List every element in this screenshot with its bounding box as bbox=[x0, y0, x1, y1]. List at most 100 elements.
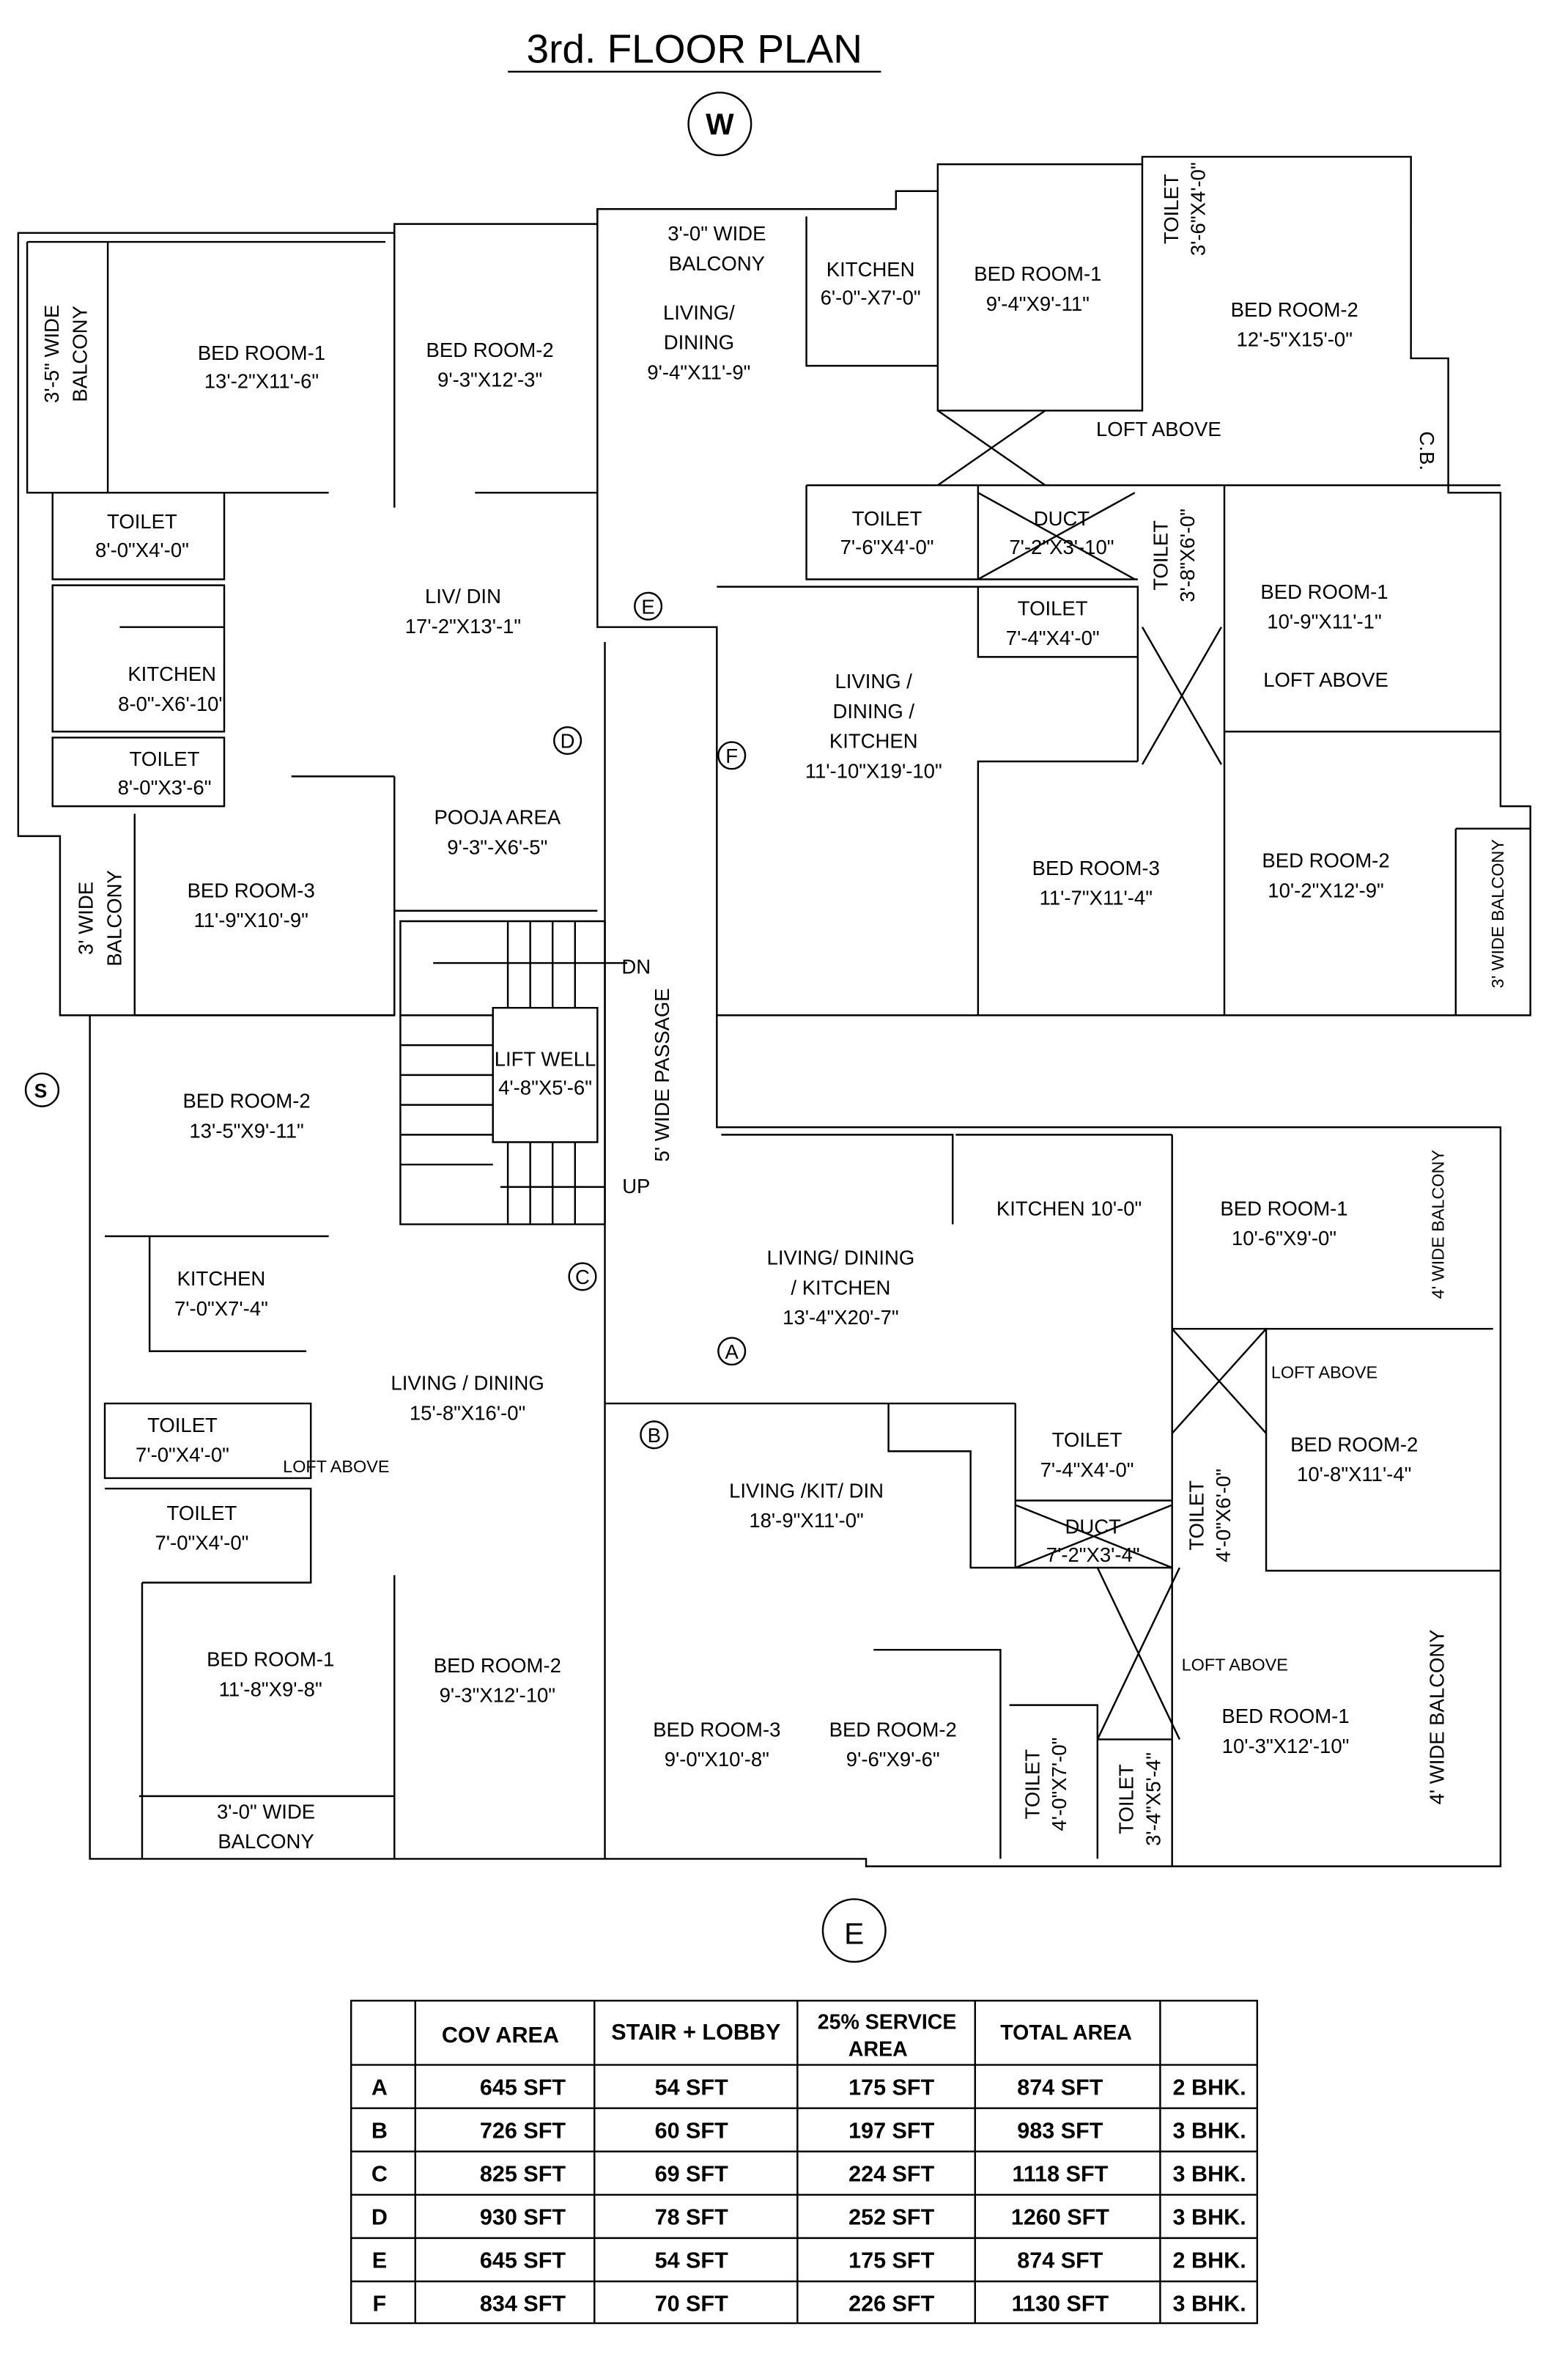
svg-text:12'-5"X15'-0": 12'-5"X15'-0" bbox=[1237, 328, 1353, 351]
svg-text:BALCONY: BALCONY bbox=[103, 870, 125, 966]
table-cell: 224 SFT bbox=[848, 2161, 934, 2186]
svg-text:POOJA AREA: POOJA AREA bbox=[434, 806, 561, 829]
unit-label: C bbox=[371, 2161, 388, 2186]
svg-text:3'-4"X5'-4": 3'-4"X5'-4" bbox=[1142, 1752, 1164, 1846]
compass-south: S bbox=[24, 1072, 60, 1107]
svg-text:TOILET: TOILET bbox=[167, 1502, 237, 1524]
svg-text:8'-0"X4'-0": 8'-0"X4'-0" bbox=[95, 539, 189, 561]
svg-text:BED ROOM-1: BED ROOM-1 bbox=[974, 262, 1101, 285]
svg-text:LIFT WELL: LIFT WELL bbox=[495, 1048, 596, 1071]
svg-text:KITCHEN: KITCHEN bbox=[177, 1267, 266, 1290]
svg-text:TOILET: TOILET bbox=[130, 748, 200, 770]
svg-text:11'-8"X9'-8": 11'-8"X9'-8" bbox=[219, 1678, 322, 1700]
svg-text:3'-0" WIDE: 3'-0" WIDE bbox=[667, 222, 766, 245]
svg-text:DN: DN bbox=[621, 955, 651, 978]
table-cell: 3 BHK. bbox=[1173, 2205, 1246, 2230]
table-cell: 197 SFT bbox=[848, 2118, 934, 2143]
svg-text:8-0"-X6'-10": 8-0"-X6'-10" bbox=[118, 693, 226, 715]
svg-text:11'-10"X19'-10": 11'-10"X19'-10" bbox=[805, 759, 942, 782]
table-cell: 645 SFT bbox=[480, 2075, 566, 2100]
svg-text:10'-3"X12'-10": 10'-3"X12'-10" bbox=[1222, 1735, 1350, 1757]
table-cell: 1130 SFT bbox=[1012, 2292, 1109, 2317]
svg-text:TOILET: TOILET bbox=[1052, 1428, 1123, 1451]
header-service: 25% SERVICE bbox=[818, 2011, 957, 2034]
table-cell: 175 SFT bbox=[848, 2075, 934, 2100]
table-cell: 78 SFT bbox=[655, 2205, 728, 2230]
svg-text:TOILET: TOILET bbox=[1115, 1764, 1138, 1834]
svg-text:BED ROOM-3: BED ROOM-3 bbox=[1032, 857, 1160, 879]
svg-text:BED ROOM-2: BED ROOM-2 bbox=[426, 339, 554, 361]
svg-text:4' WIDE BALCONY: 4' WIDE BALCONY bbox=[1425, 1629, 1448, 1804]
svg-text:DUCT: DUCT bbox=[1065, 1515, 1122, 1538]
svg-text:BED ROOM-1: BED ROOM-1 bbox=[1260, 580, 1388, 603]
svg-text:BED ROOM-1: BED ROOM-1 bbox=[207, 1648, 334, 1671]
svg-text:11'-7"X11'-4": 11'-7"X11'-4" bbox=[1040, 887, 1153, 909]
svg-text:BALCONY: BALCONY bbox=[218, 1830, 314, 1853]
svg-text:LIVING/ DINING: LIVING/ DINING bbox=[767, 1247, 915, 1269]
svg-text:BED ROOM-1: BED ROOM-1 bbox=[198, 342, 325, 364]
svg-text:10'-9"X11'-1": 10'-9"X11'-1" bbox=[1267, 610, 1381, 633]
svg-text:4'-0"X6'-0": 4'-0"X6'-0" bbox=[1212, 1469, 1235, 1562]
svg-text:LIVING/: LIVING/ bbox=[663, 301, 735, 324]
svg-text:DUCT: DUCT bbox=[1034, 507, 1090, 530]
svg-text:C.B.: C.B. bbox=[1416, 432, 1438, 470]
svg-text:BED ROOM-3: BED ROOM-3 bbox=[188, 879, 315, 901]
table-cell: 825 SFT bbox=[480, 2161, 566, 2186]
svg-text:13'-2"X11'-6": 13'-2"X11'-6" bbox=[204, 370, 319, 393]
svg-text:A: A bbox=[725, 1340, 739, 1363]
svg-text:9'-3"X12'-3": 9'-3"X12'-3" bbox=[437, 369, 542, 391]
svg-text:F: F bbox=[725, 745, 738, 767]
svg-text:TOILET: TOILET bbox=[147, 1414, 218, 1436]
svg-text:7'-4"X4'-0": 7'-4"X4'-0" bbox=[1006, 627, 1100, 649]
unit-label: E bbox=[372, 2248, 387, 2273]
svg-text:8'-0"X3'-6": 8'-0"X3'-6" bbox=[118, 776, 212, 799]
table-cell: 2 BHK. bbox=[1173, 2248, 1246, 2273]
svg-text:7'-0"X4'-0": 7'-0"X4'-0" bbox=[155, 1532, 249, 1554]
svg-text:LIV/ DIN: LIV/ DIN bbox=[425, 585, 501, 608]
table-cell: 1118 SFT bbox=[1013, 2161, 1109, 2186]
svg-text:9'-3"-X6'-5": 9'-3"-X6'-5" bbox=[447, 835, 547, 858]
svg-text:DINING /: DINING / bbox=[832, 700, 914, 723]
svg-text:7'-6"X4'-0": 7'-6"X4'-0" bbox=[840, 536, 934, 558]
table-cell: 54 SFT bbox=[655, 2248, 728, 2273]
table-cell: 834 SFT bbox=[480, 2292, 566, 2317]
svg-text:TOILET: TOILET bbox=[852, 507, 922, 530]
svg-text:BED ROOM-2: BED ROOM-2 bbox=[182, 1090, 310, 1112]
svg-text:KITCHEN: KITCHEN bbox=[127, 663, 216, 685]
svg-text:B: B bbox=[648, 1424, 661, 1447]
svg-text:7'-4"X4'-0": 7'-4"X4'-0" bbox=[1040, 1458, 1134, 1481]
svg-text:15'-8"X16'-0": 15'-8"X16'-0" bbox=[410, 1401, 525, 1424]
svg-text:9'-3"X12'-10": 9'-3"X12'-10" bbox=[440, 1684, 555, 1707]
svg-text:LOFT ABOVE: LOFT ABOVE bbox=[283, 1457, 389, 1476]
table-cell: 2 BHK. bbox=[1173, 2075, 1246, 2100]
svg-text:17'-2"X13'-1": 17'-2"X13'-1" bbox=[405, 615, 521, 638]
svg-text:TOILET: TOILET bbox=[107, 510, 177, 533]
table-cell: 54 SFT bbox=[655, 2075, 728, 2100]
svg-text:7'-2"X3'-4": 7'-2"X3'-4" bbox=[1046, 1543, 1140, 1566]
svg-text:9'-4"X11'-9": 9'-4"X11'-9" bbox=[647, 361, 750, 383]
svg-text:5' WIDE PASSAGE: 5' WIDE PASSAGE bbox=[651, 988, 673, 1162]
header-stair-lobby: STAIR + LOBBY bbox=[611, 2020, 780, 2045]
table-cell: 983 SFT bbox=[1017, 2118, 1103, 2143]
svg-text:4'-8"X5'-6": 4'-8"X5'-6" bbox=[498, 1076, 592, 1099]
svg-text:3' WIDE BALCONY: 3' WIDE BALCONY bbox=[1488, 839, 1507, 989]
svg-text:BED ROOM-3: BED ROOM-3 bbox=[653, 1718, 780, 1741]
table-cell: 930 SFT bbox=[480, 2205, 566, 2230]
table-cell: 3 BHK. bbox=[1173, 2118, 1246, 2143]
table-cell: 874 SFT bbox=[1017, 2248, 1103, 2273]
unit-label: D bbox=[371, 2205, 388, 2230]
compass-west: W bbox=[687, 92, 752, 157]
svg-text:C: C bbox=[575, 1266, 590, 1288]
table-cell: 69 SFT bbox=[655, 2161, 728, 2186]
svg-text:9'-4"X9'-11": 9'-4"X9'-11" bbox=[986, 292, 1090, 315]
svg-text:/ KITCHEN: / KITCHEN bbox=[791, 1276, 890, 1299]
svg-text:TOILET: TOILET bbox=[1150, 520, 1172, 591]
table-cell: 3 BHK. bbox=[1173, 2292, 1246, 2317]
svg-text:TOILET: TOILET bbox=[1018, 597, 1088, 619]
table-cell: 874 SFT bbox=[1017, 2075, 1103, 2100]
svg-text:LOFT ABOVE: LOFT ABOVE bbox=[1271, 1362, 1377, 1381]
svg-text:BED ROOM-2: BED ROOM-2 bbox=[1231, 298, 1358, 321]
svg-text:E: E bbox=[844, 1917, 864, 1951]
table-cell: 1260 SFT bbox=[1011, 2205, 1109, 2230]
